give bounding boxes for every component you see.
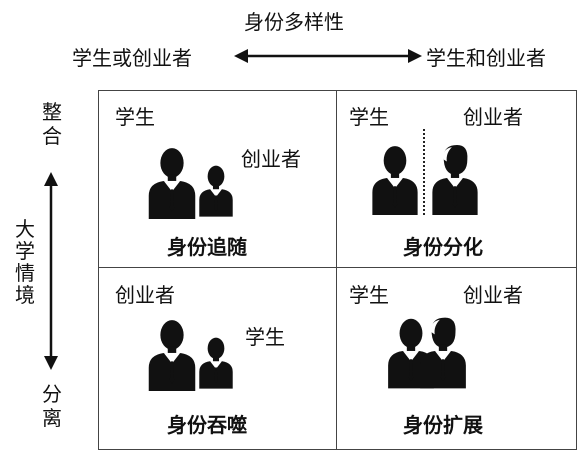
quadrant-bottom-left-label-b: 学生 bbox=[245, 325, 285, 349]
quadrant-top-left-title: 身份追随 bbox=[167, 235, 247, 259]
horizontal-double-arrow-icon bbox=[234, 49, 422, 63]
small-figure-icon bbox=[197, 163, 235, 217]
grid-vertical-divider bbox=[336, 91, 337, 449]
quadrant-bottom-right-title: 身份扩展 bbox=[403, 413, 483, 437]
small-figure-icon bbox=[197, 335, 235, 389]
quadrant-top-right-label-b: 创业者 bbox=[463, 105, 523, 129]
vertical-double-arrow-icon bbox=[44, 172, 58, 370]
x-axis-right-label: 学生和创业者 bbox=[426, 46, 546, 70]
quadrant-bottom-right-label-b: 创业者 bbox=[463, 283, 523, 307]
quadrant-bottom-right-label-a: 学生 bbox=[349, 283, 389, 307]
adult-figure-icon bbox=[145, 317, 199, 391]
y-axis-top-label: 整合 bbox=[42, 100, 62, 148]
y-axis-middle-char: 情 bbox=[15, 261, 35, 285]
y-axis-middle-char: 学 bbox=[15, 239, 35, 263]
y-axis-bottom-label: 分离 bbox=[42, 382, 62, 430]
entrepreneur-figure-icon bbox=[417, 315, 469, 389]
quadrant-top-right-title: 身份分化 bbox=[403, 235, 483, 259]
quadrant-top-left-label-a: 学生 bbox=[115, 105, 155, 129]
quadrant-bottom-left-label-a: 创业者 bbox=[115, 283, 175, 307]
student-figure-icon bbox=[369, 143, 421, 215]
y-axis-middle-char: 境 bbox=[15, 283, 35, 307]
y-axis-middle-label: 大 学 情 境 bbox=[4, 218, 46, 306]
quadrant-bottom-left-title: 身份吞噬 bbox=[167, 413, 247, 437]
diagram-title: 身份多样性 bbox=[244, 10, 344, 34]
entrepreneur-figure-icon bbox=[429, 143, 481, 215]
quadrant-top-left-label-b: 创业者 bbox=[241, 147, 301, 171]
y-axis-middle-char: 大 bbox=[15, 217, 35, 241]
quadrant-top-right-label-a: 学生 bbox=[349, 105, 389, 129]
x-axis-left-label: 学生或创业者 bbox=[72, 46, 192, 70]
dotted-separator bbox=[423, 129, 425, 215]
quadrant-grid: 学生 创业者 身份追随 学生 创业者 身份分化 创业者 学生 身份吞噬 学生 创… bbox=[98, 90, 577, 450]
adult-figure-icon bbox=[145, 145, 199, 219]
grid-horizontal-divider bbox=[99, 267, 576, 268]
